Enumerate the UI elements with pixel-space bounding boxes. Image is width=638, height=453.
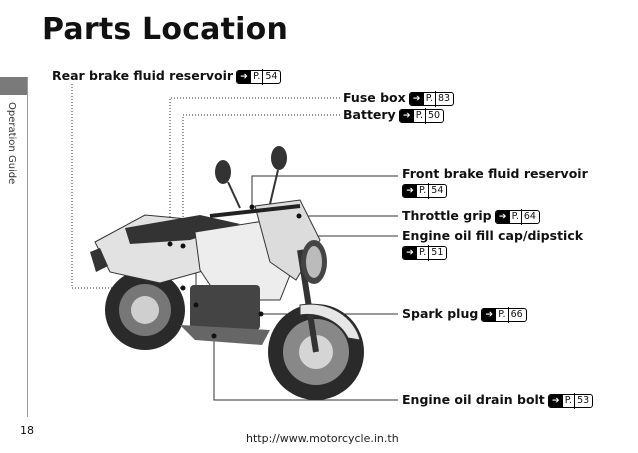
page-ref-link[interactable]: ➔P.83 [409,92,454,106]
callout-label: Engine oil fill cap/dipstick [402,228,583,243]
point-rear-brake [181,286,186,291]
page-ref-link[interactable]: ➔P.66 [481,308,526,322]
point-throttle [297,214,302,219]
right-arrow-icon: ➔ [496,211,510,223]
point-drain-bolt [212,334,217,339]
callout-label: Battery [343,107,396,122]
page-ref-link[interactable]: ➔P.53 [548,394,593,408]
point-fuse-box [168,242,173,247]
point-spark-plug [259,312,264,317]
page-ref-link[interactable]: ➔P.54 [236,70,281,84]
right-arrow-icon: ➔ [403,247,417,259]
callout-throttle-grip: Throttle grip➔P.64 [402,208,540,224]
point-front-brake [250,205,255,210]
callout-rear-brake-fluid-reservoir: Rear brake fluid reservoir➔P.54 [52,68,281,84]
page-ref-link[interactable]: ➔P.54 [402,184,447,198]
callout-spark-plug: Spark plug➔P.66 [402,306,527,322]
callout-label: Front brake fluid reservoir [402,166,588,181]
right-arrow-icon: ➔ [410,93,424,105]
right-arrow-icon: ➔ [237,71,251,83]
callout-label: Throttle grip [402,208,492,223]
point-battery [181,244,186,249]
page-ref-link[interactable]: ➔P.64 [495,210,540,224]
callout-engine-oil-drain-bolt: Engine oil drain bolt➔P.53 [402,392,593,408]
page-number: 18 [20,424,34,437]
right-arrow-icon: ➔ [403,185,417,197]
page-ref-link[interactable]: ➔P.50 [399,109,444,123]
callout-label: Spark plug [402,306,478,321]
point-oil-fill [194,303,199,308]
callout-front-brake-fluid-reservoir: Front brake fluid reservoir ➔P.54 [402,166,588,198]
callout-label: Fuse box [343,90,406,105]
motorcycle-drawing [90,146,364,400]
callout-fuse-box: Fuse box➔P.83 [343,90,454,106]
callout-label: Rear brake fluid reservoir [52,68,233,83]
right-arrow-icon: ➔ [549,395,563,407]
right-arrow-icon: ➔ [482,309,496,321]
callout-engine-oil-fill-cap: Engine oil fill cap/dipstick ➔P.51 [402,228,583,260]
callout-label: Engine oil drain bolt [402,392,545,407]
footer-url[interactable]: http://www.motorcycle.in.th [246,432,399,445]
page-ref-link[interactable]: ➔P.51 [402,246,447,260]
right-arrow-icon: ➔ [400,110,414,122]
callout-battery: Battery➔P.50 [343,107,444,123]
